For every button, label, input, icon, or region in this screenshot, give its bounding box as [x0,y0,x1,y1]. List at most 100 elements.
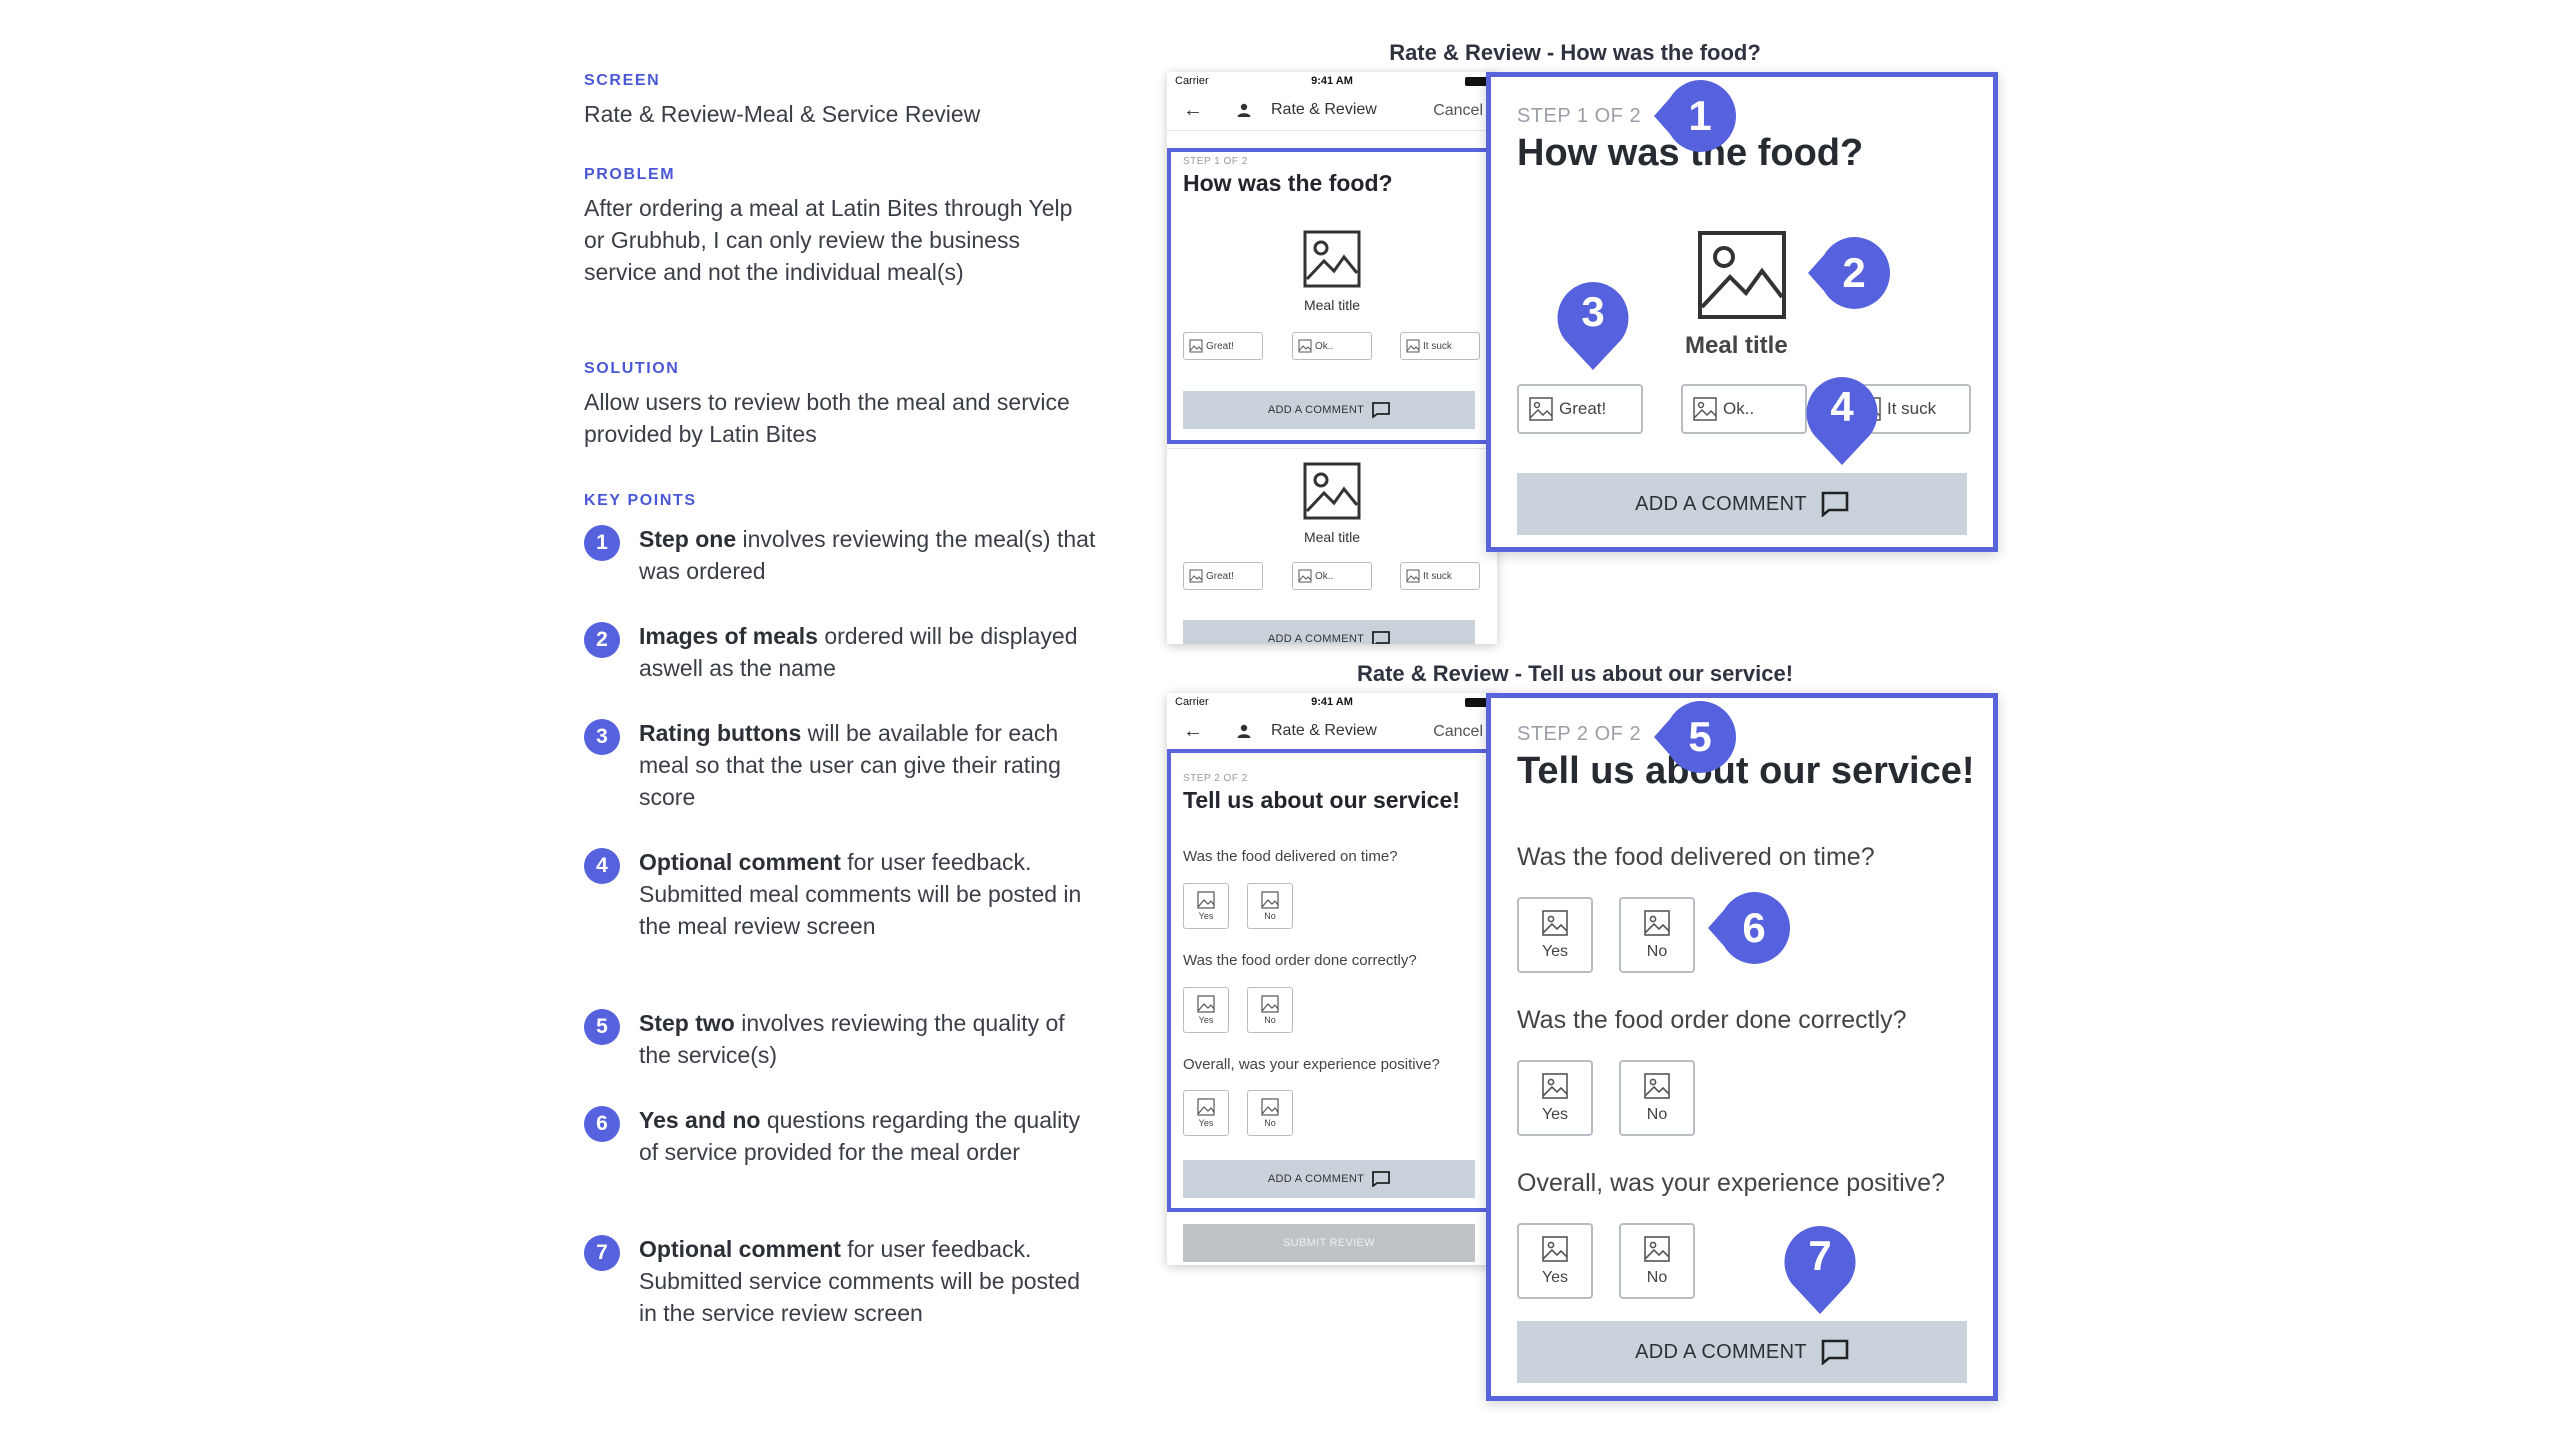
callout-marker-3: 3 [1553,278,1633,370]
rating-label: Ok.. [1723,399,1755,418]
key-point-badge: 6 [584,1106,620,1142]
key-point-text: questions regarding the quality of servi… [639,1107,1081,1165]
no-button[interactable]: No [1619,1223,1695,1299]
cancel-button[interactable]: Cancel [1433,723,1483,740]
yes-label: Yes [1541,1106,1569,1123]
add-comment-button[interactable]: ADD A COMMENT [1183,1160,1475,1198]
yes-label: Yes [1541,943,1569,960]
add-comment-button[interactable]: ADD A COMMENT [1183,391,1475,429]
key-point-badge: 3 [584,719,620,755]
nav-bar: ← Rate & Review Cancel [1167,92,1497,131]
callout-pin-left-icon [1708,892,1790,964]
rating-suck-button[interactable]: It suck [1400,332,1480,360]
submit-review-label: SUBMIT REVIEW [1283,1237,1375,1249]
status-bar: Carrier 9:41 AM [1167,693,1497,711]
yes-button[interactable]: Yes [1517,1060,1593,1136]
rating-suck-button[interactable]: It suck [1400,562,1480,590]
no-button[interactable]: No [1619,1060,1695,1136]
marker-number: 6 [1742,904,1766,951]
service-heading: Tell us about our service! [1183,787,1460,813]
meal-image-icon [1698,231,1786,319]
image-placeholder-icon [1298,339,1312,353]
key-point-badge: 7 [584,1235,620,1271]
image-placeholder-icon [1261,891,1279,909]
add-comment-button[interactable]: ADD A COMMENT [1183,620,1475,644]
battery-icon [1465,698,1489,707]
rating-label: Great! [1206,570,1234,582]
key-point-text: for user feedback. Submitted service com… [639,1236,1081,1326]
rating-ok-button[interactable]: Ok.. [1681,384,1807,434]
no-button[interactable]: No [1619,897,1695,973]
rating-great-button[interactable]: Great! [1183,332,1263,360]
image-placeholder-icon [1197,891,1215,909]
callout-marker-4: 4 [1802,373,1882,465]
back-arrow-icon[interactable]: ← [1183,720,1203,742]
meal-title: Meal title [1685,332,1788,359]
no-label: No [1646,943,1668,960]
yes-button[interactable]: Yes [1517,1223,1593,1299]
cancel-button[interactable]: Cancel [1433,102,1483,119]
key-point-bold: Images of meals [639,623,818,649]
rating-great-button[interactable]: Great! [1183,562,1263,590]
image-placeholder-icon [1406,569,1420,583]
key-point-text: for user feedback. Submitted meal commen… [639,849,1082,939]
image-placeholder-icon [1406,339,1420,353]
marker-number: 1 [1688,92,1712,139]
callout-marker-5: 5 [1654,697,1740,777]
no-button[interactable]: No [1247,883,1293,929]
add-comment-label: ADD A COMMENT [1267,633,1365,644]
image-placeholder-icon [1693,397,1717,421]
screen-section: SCREEN Rate & Review-Meal & Service Revi… [584,72,1084,130]
back-arrow-icon[interactable]: ← [1183,99,1203,121]
question-experience-positive: Overall, was your experience positive? [1183,1056,1440,1073]
callout-pin-down-icon [1557,282,1629,370]
yes-button[interactable]: Yes [1183,883,1229,929]
question-experience-positive: Overall, was your experience positive? [1517,1169,1945,1197]
rating-label: Ok.. [1315,340,1334,352]
no-label: No [1646,1269,1668,1286]
callout-marker-6: 6 [1708,888,1794,968]
submit-review-button[interactable]: SUBMIT REVIEW [1183,1224,1475,1262]
screen-text: Rate & Review-Meal & Service Review [584,101,981,127]
yes-button[interactable]: Yes [1517,897,1593,973]
add-comment-button[interactable]: ADD A COMMENT [1517,473,1967,535]
service-heading: Tell us about our service! [1517,750,1975,792]
image-placeholder-icon [1542,1236,1568,1262]
callout-pin-left-icon [1808,237,1890,309]
service-zoom-panel: STEP 2 OF 2 Tell us about our service! W… [1486,693,1998,1401]
question-delivered-on-time: Was the food delivered on time? [1517,843,1875,871]
no-label: No [1264,1015,1276,1025]
yes-button[interactable]: Yes [1183,1090,1229,1136]
callout-pin-down-icon [1806,377,1878,465]
rating-great-button[interactable]: Great! [1517,384,1643,434]
image-placeholder-icon [1644,1236,1670,1262]
key-point-bold: Yes and no [639,1107,761,1133]
question-delivered-on-time: Was the food delivered on time? [1183,848,1398,865]
image-placeholder-icon [1261,1098,1279,1116]
callout-pin-left-icon [1654,701,1736,773]
callout-marker-2: 2 [1808,233,1894,313]
rating-label: It suck [1423,340,1452,352]
add-comment-label: ADD A COMMENT [1635,492,1807,515]
marker-number: 7 [1808,1232,1832,1279]
key-point-bold: Optional comment [639,849,841,875]
status-time: 9:41 AM [1311,696,1353,708]
meal-title: Meal title [1303,529,1361,545]
key-point-bold: Optional comment [639,1236,841,1262]
comment-icon [1821,491,1849,517]
yes-button[interactable]: Yes [1183,987,1229,1033]
rating-ok-button[interactable]: Ok.. [1292,332,1372,360]
nav-title: Rate & Review [1271,101,1377,118]
solution-section: SOLUTION Allow users to review both the … [584,360,1084,450]
yes-label: Yes [1198,1118,1214,1128]
problem-text: After ordering a meal at Latin Bites thr… [584,195,1073,285]
no-button[interactable]: No [1247,1090,1293,1136]
no-button[interactable]: No [1247,987,1293,1033]
problem-label: PROBLEM [584,166,676,183]
person-icon [1237,724,1251,738]
status-time: 9:41 AM [1311,75,1353,87]
add-comment-button[interactable]: ADD A COMMENT [1517,1321,1967,1383]
key-point-bold: Step two [639,1010,735,1036]
rating-ok-button[interactable]: Ok.. [1292,562,1372,590]
nav-bar: ← Rate & Review Cancel [1167,713,1497,752]
